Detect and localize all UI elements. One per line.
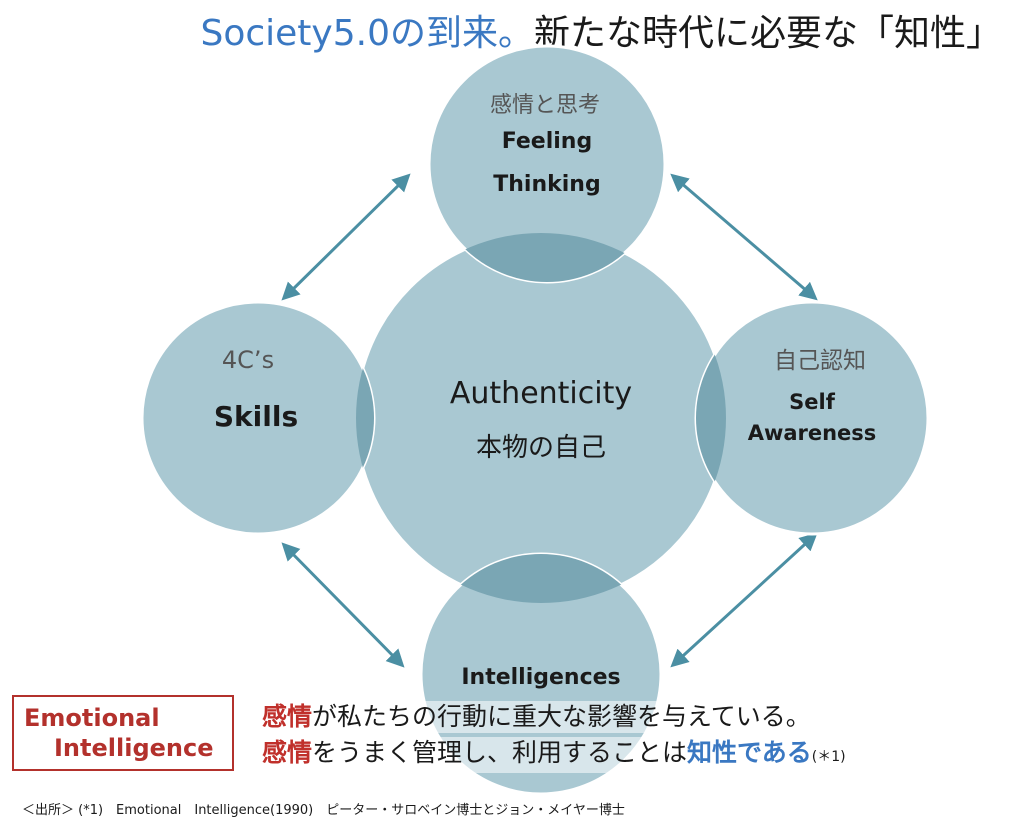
arrow-self-intelligences <box>670 532 818 668</box>
circle-right <box>694 300 930 536</box>
left-label-skills: Skills <box>214 400 298 433</box>
title-part-society: Society5.0の到来。 <box>200 13 534 54</box>
right-label-awareness: Awareness <box>748 421 877 445</box>
top-label-jp: 感情と思考 <box>490 93 600 118</box>
msg2-footnote-ref: (＊1) <box>811 749 846 765</box>
msg2-emphasis-intellect: 知性である <box>687 738 812 767</box>
top-label-feeling: Feeling <box>502 129 592 154</box>
right-label-jp: 自己認知 <box>774 348 866 374</box>
message-line-1: 感情が私たちの行動に重大な影響を与えている。 <box>262 701 811 733</box>
ei-label-emotional: Emotional <box>24 704 160 732</box>
msg1-text: が私たちの行動に重大な影響を与えている。 <box>312 702 811 731</box>
bottom-label-intelligences: Intelligences <box>461 665 620 690</box>
center-label-honmono: 本物の自己 <box>476 433 606 463</box>
source-citation: ＜出所＞ (*1) Emotional Intelligence(1990) ピ… <box>22 803 625 818</box>
circle-center <box>354 231 728 605</box>
msg1-emphasis: 感情 <box>262 702 313 731</box>
center-label-authenticity: Authenticity <box>450 376 632 411</box>
msg2-text: をうまく管理し、利用することは <box>312 738 688 767</box>
message-line-2: 感情をうまく管理し、利用することは知性である(＊1) <box>262 737 846 773</box>
right-label-self: Self <box>789 390 836 414</box>
left-label-4cs: 4C’s <box>222 346 274 374</box>
top-label-thinking: Thinking <box>493 172 600 197</box>
title-part-intellect: 新たな時代に必要な「知性」 <box>533 13 1002 54</box>
arrow-skills-intelligences <box>281 542 405 668</box>
page-title: Society5.0の到来。新たな時代に必要な「知性」 <box>0 4 1024 56</box>
msg2-emphasis: 感情 <box>262 738 313 767</box>
emotional-intelligence-box: Emotional Intelligence <box>12 695 234 771</box>
ei-label-intelligence: Intelligence <box>54 734 214 762</box>
arrow-feeling-self <box>670 173 818 301</box>
arrow-skills-feeling <box>281 173 411 301</box>
